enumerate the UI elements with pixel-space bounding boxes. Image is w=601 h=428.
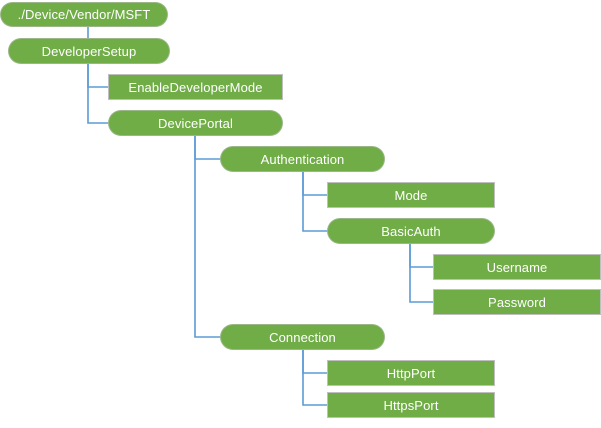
node-mode[interactable]: Mode <box>327 182 495 208</box>
node-label-root: ./Device/Vendor/MSFT <box>17 7 151 22</box>
connector-connection-to-httpport <box>302 349 328 374</box>
node-label-deviceportal: DevicePortal <box>158 115 233 131</box>
node-authentication[interactable]: Authentication <box>220 146 385 172</box>
node-label-connection: Connection <box>269 329 336 345</box>
node-deviceportal[interactable]: DevicePortal <box>108 110 283 136</box>
node-label-enabledevelopermode: EnableDeveloperMode <box>128 79 263 95</box>
connector-connection-to-httpsport <box>302 349 328 406</box>
node-connection[interactable]: Connection <box>220 324 385 350</box>
node-label-username: Username <box>486 259 548 275</box>
connector-deviceportal-to-authentication <box>194 135 221 160</box>
connector-deviceportal-to-connection <box>194 135 221 338</box>
connector-authentication-to-mode <box>302 171 328 196</box>
connector-developersetup-to-deviceportal <box>87 63 109 124</box>
node-root[interactable]: ./Device/Vendor/MSFT <box>0 2 168 27</box>
connector-basicauth-to-password <box>409 243 434 303</box>
node-enabledevelopermode[interactable]: EnableDeveloperMode <box>108 74 283 100</box>
node-httpsport[interactable]: HttpsPort <box>327 392 495 418</box>
node-password[interactable]: Password <box>433 289 601 315</box>
connector-authentication-to-basicauth <box>302 171 328 232</box>
node-label-authentication: Authentication <box>260 151 345 167</box>
node-label-mode: Mode <box>394 187 428 203</box>
node-basicauth[interactable]: BasicAuth <box>327 218 495 244</box>
node-label-basicauth: BasicAuth <box>381 223 441 239</box>
connector-developersetup-to-enabledevelopermode <box>87 63 109 88</box>
node-label-developersetup: DeveloperSetup <box>41 43 137 59</box>
connector-basicauth-to-username <box>409 243 434 268</box>
node-username[interactable]: Username <box>433 254 601 280</box>
node-label-httpsport: HttpsPort <box>383 397 439 413</box>
node-httpport[interactable]: HttpPort <box>327 360 495 386</box>
node-developersetup[interactable]: DeveloperSetup <box>8 38 170 64</box>
node-label-password: Password <box>488 294 546 310</box>
node-label-httpport: HttpPort <box>386 365 436 381</box>
